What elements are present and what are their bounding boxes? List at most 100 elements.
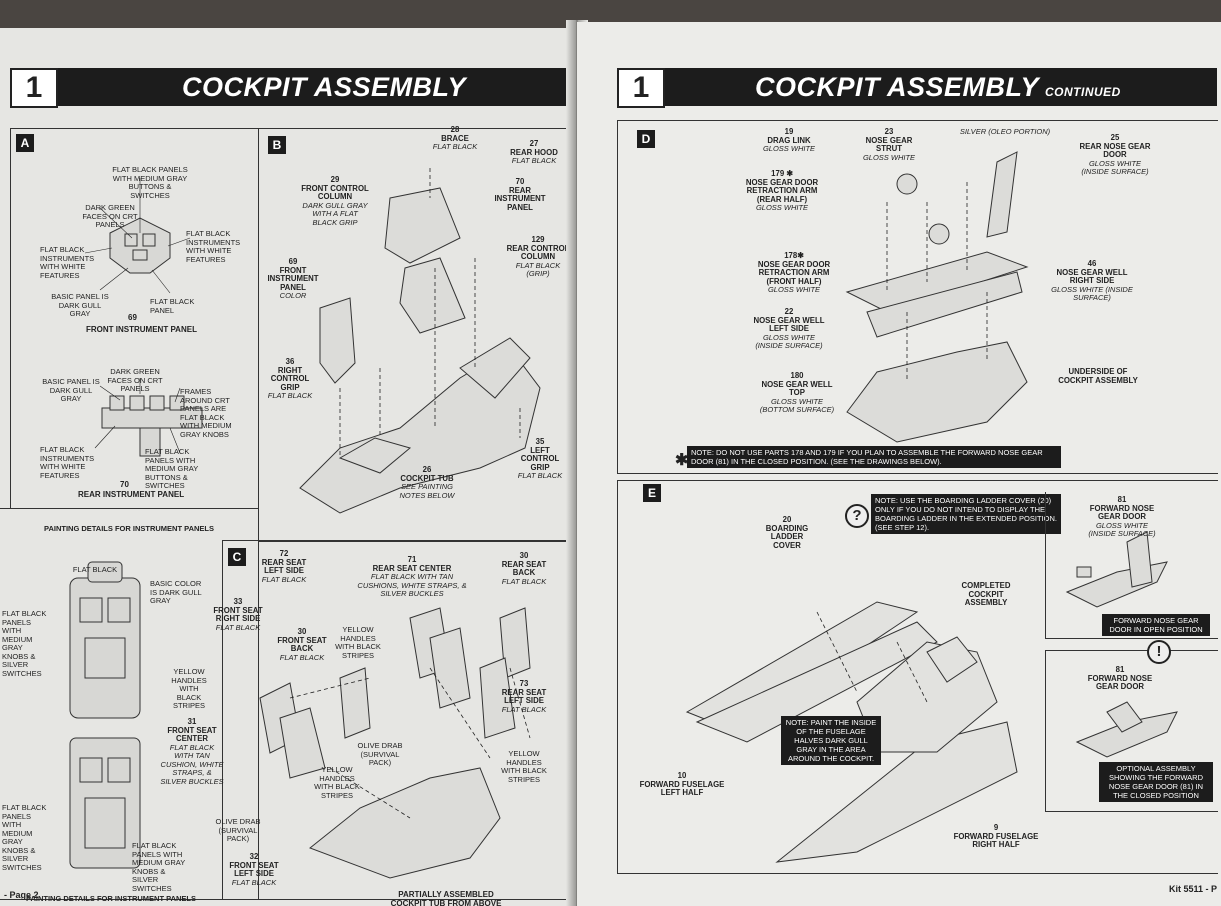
part-color: FLAT BLACK	[231, 877, 277, 887]
part-color: GLOSS WHITE	[862, 152, 916, 162]
label-a-front-5: BASIC PANEL IS DARK GULL GRAY	[51, 292, 109, 318]
label-a-rear-4: FLAT BLACK INSTRUMENTS WITH WHITE FEATUR…	[40, 445, 95, 480]
part-no: 29	[330, 175, 340, 184]
step-number: 1	[10, 68, 58, 108]
part-color: GLOSS WHITE	[762, 144, 816, 153]
part-name: RIGHT CONTROL GRIP	[270, 365, 310, 392]
part-color: GLOSS WHITE	[767, 285, 821, 294]
part-color: GLOSS WHITE	[755, 203, 809, 212]
part-color: GLOSS WHITE (INSIDE SURFACE)	[1051, 284, 1133, 302]
label-a-rear-3: FRAMES AROUND CRT PANELS ARE FLAT BLACK …	[180, 387, 232, 439]
panel-a-footer-caption: PAINTING DETAILS FOR INSTRUMENT PANELS	[44, 524, 214, 533]
part-color: FLAT BLACK	[261, 574, 307, 584]
part-no: 19	[784, 127, 794, 136]
part-no: 69	[288, 257, 298, 266]
part-no: 30	[297, 627, 307, 636]
part-color: GLOSS WHITE (BOTTOM SURFACE)	[759, 396, 835, 414]
part-name: DRAG LINK	[767, 135, 811, 145]
part-no: 27	[529, 139, 539, 148]
part-no: 46	[1087, 259, 1097, 268]
step-number: 1	[617, 68, 665, 108]
panel-b	[258, 128, 567, 542]
part-name: FRONT SEAT CENTER	[167, 725, 217, 743]
label-a-rear-1: DARK GREEN FACES ON CRT PANELS	[107, 367, 163, 393]
part-color: FLAT BLACK	[501, 576, 547, 586]
part-no: 23	[884, 127, 894, 136]
closed-position-caption: OPTIONAL ASSEMBLY SHOWING THE FORWARD NO…	[1099, 762, 1213, 802]
part-no-70: 70	[120, 480, 129, 489]
left-header: 1 COCKPIT ASSEMBLY	[10, 68, 570, 108]
part-name: FRONT SEAT LEFT SIDE	[229, 860, 279, 878]
open-door-drawing	[1065, 531, 1168, 608]
question-icon: ?	[845, 504, 869, 528]
part-name: COCKPIT TUB	[400, 473, 454, 483]
label-a-front-2: DARK GREEN FACES ON CRT PANELS	[82, 203, 138, 229]
part-no: 30	[519, 551, 529, 560]
part-name: REAR SEAT CENTER	[372, 563, 452, 573]
part-color: SEE PAINTING NOTES BELOW	[399, 482, 455, 500]
callout-olive-drab-2: OLIVE DRAB (SURVIVAL PACK)	[215, 817, 261, 843]
part-no: 73	[519, 679, 529, 688]
inset-closed-door	[1045, 650, 1218, 812]
step-letter-b: B	[268, 136, 286, 154]
part-name: FRONT INSTRUMENT PANEL	[267, 265, 319, 292]
underside-of-cockpit-assembly-label: UNDERSIDE OF COCKPIT ASSEMBLY	[1053, 367, 1143, 385]
part-name: REAR HOOD	[510, 147, 558, 157]
step-letter-e: E	[643, 484, 661, 502]
part-name: NOSE GEAR WELL LEFT SIDE	[753, 315, 825, 333]
part-color: FLAT BLACK	[517, 471, 563, 480]
part-no: 70	[515, 177, 525, 186]
part-179-retraction-arm-rear: 179 ✱NOSE GEAR DOOR RETRACTION ARM (REAR…	[737, 169, 827, 213]
label-a-rear-5: FLAT BLACK PANELS WITH MEDIUM GRAY BUTTO…	[145, 447, 199, 490]
part-name: NOSE GEAR WELL TOP	[761, 379, 833, 397]
rear-instrument-panel-caption: REAR INSTRUMENT PANEL	[78, 490, 185, 499]
part-name: FORWARD NOSE GEAR DOOR	[1087, 673, 1153, 691]
page-subtitle: CONTINUED	[1045, 85, 1121, 99]
part-no: 26	[422, 465, 432, 474]
note-asterisk: ✱	[675, 452, 689, 469]
part-name: FORWARD FUSELAGE LEFT HALF	[639, 779, 725, 797]
part-no: 35	[535, 437, 545, 446]
part-color: FLAT BLACK WITH TAN CUSHION, WHITE STRAP…	[160, 742, 224, 786]
panel-d	[617, 120, 1218, 474]
part-color: FLAT BLACK	[279, 652, 325, 662]
cockpit-console-drawing	[69, 561, 141, 869]
lower-label-panels-3: FLAT BLACK PANELS WITH MEDIUM GRAY KNOBS…	[132, 841, 186, 893]
inset-open-door	[1045, 492, 1218, 639]
lower-footer-caption: PAINTING DETAILS FOR INSTRUMENT PANELS	[26, 894, 196, 903]
callout-yellow-handles-3: YELLOW HANDLES WITH BLACK STRIPES	[314, 765, 360, 800]
part-name: NOSE GEAR WELL RIGHT SIDE	[1056, 267, 1128, 285]
part-no: 36	[285, 357, 295, 366]
left-page-footer: - Page 2	[4, 890, 39, 900]
step-letter-a: A	[16, 134, 34, 152]
label-a-rear-2: BASIC PANEL IS DARK GULL GRAY	[42, 377, 100, 403]
part-no: 31	[187, 717, 197, 726]
partially-assembled-caption: PARTIALLY ASSEMBLED COCKPIT TUB FROM ABO…	[390, 890, 502, 906]
part-no: 28	[450, 125, 460, 134]
part-no: 32	[249, 852, 259, 861]
part-no: 9	[993, 823, 999, 832]
label-a-front-1: FLAT BLACK PANELS WITH MEDIUM GRAY BUTTO…	[112, 165, 188, 200]
callout-yellow-handles-1: YELLOW HANDLES WITH BLACK STRIPES	[335, 625, 381, 660]
callout-yellow-handles-4: YELLOW HANDLES WITH BLACK STRIPES	[501, 749, 547, 784]
part-color: GLOSS WHITE (INSIDE SURFACE)	[755, 332, 823, 350]
panel-a	[10, 128, 259, 509]
